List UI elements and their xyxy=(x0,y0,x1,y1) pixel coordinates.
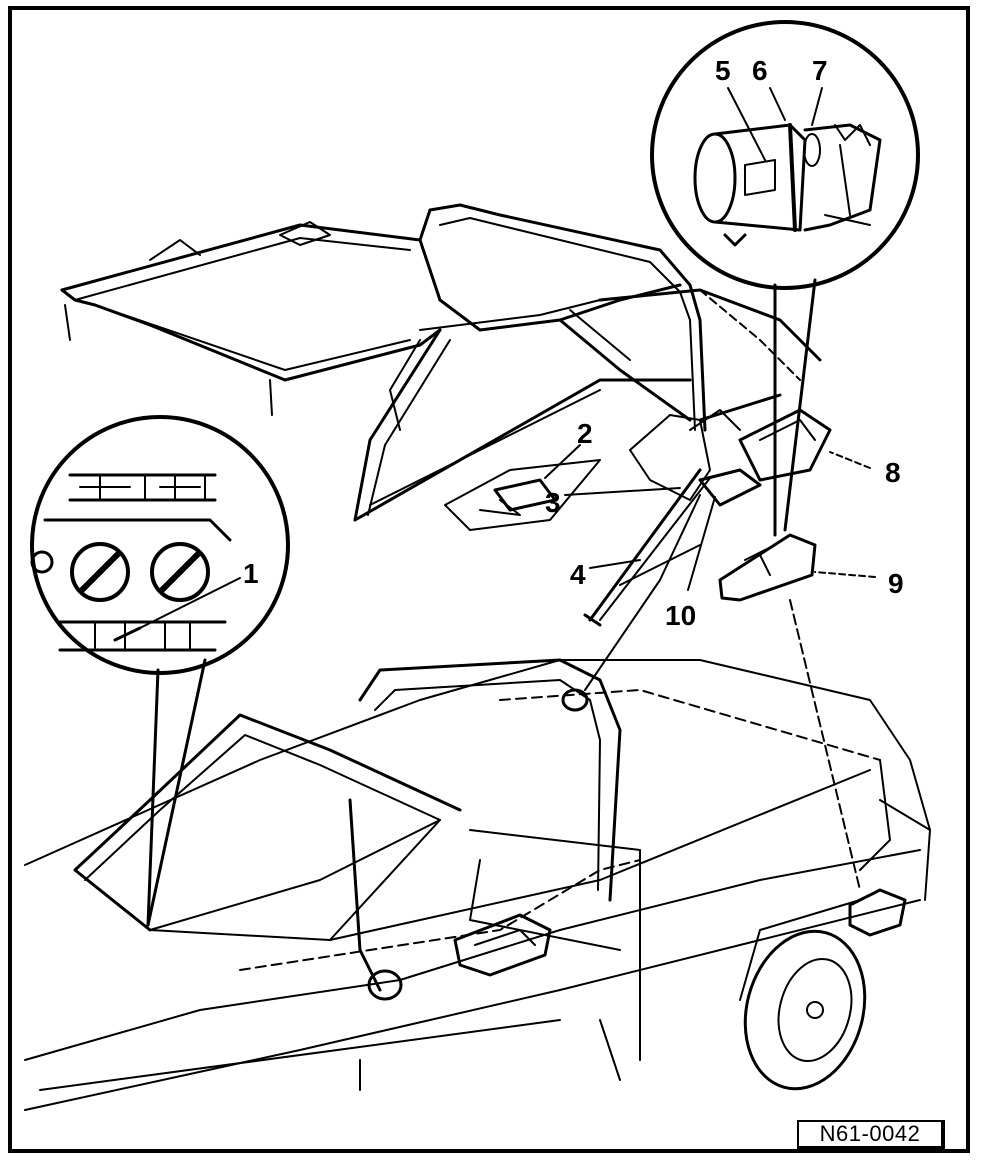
rear-bow-strut xyxy=(353,328,692,522)
label-1: 1 xyxy=(243,558,259,589)
label-4: 4 xyxy=(570,559,586,590)
hinge-bracket-part-2 xyxy=(444,459,601,531)
leader-lines xyxy=(129,87,876,891)
hydraulic-pump-part-9 xyxy=(718,533,817,602)
rear-wheel xyxy=(739,899,867,1091)
label-2: 2 xyxy=(577,418,593,449)
label-7: 7 xyxy=(812,55,828,86)
detail-circle-switch-panel xyxy=(30,415,290,927)
car-body xyxy=(24,658,931,1111)
label-10: 10 xyxy=(665,600,696,631)
console-switch xyxy=(367,913,552,1001)
label-6: 6 xyxy=(752,55,768,86)
label-9: 9 xyxy=(888,568,904,599)
label-3: 3 xyxy=(545,487,561,518)
label-8: 8 xyxy=(885,457,901,488)
rear-frame-part-8 xyxy=(698,393,832,482)
figure-reference-code: N61-0042 xyxy=(797,1120,945,1150)
link-part-3 xyxy=(629,409,762,507)
roof-frame xyxy=(60,203,822,432)
label-5: 5 xyxy=(715,55,731,86)
strut-part-4 xyxy=(583,468,711,627)
rear-light xyxy=(848,888,907,937)
detail-circle-lock-motor xyxy=(650,20,920,537)
